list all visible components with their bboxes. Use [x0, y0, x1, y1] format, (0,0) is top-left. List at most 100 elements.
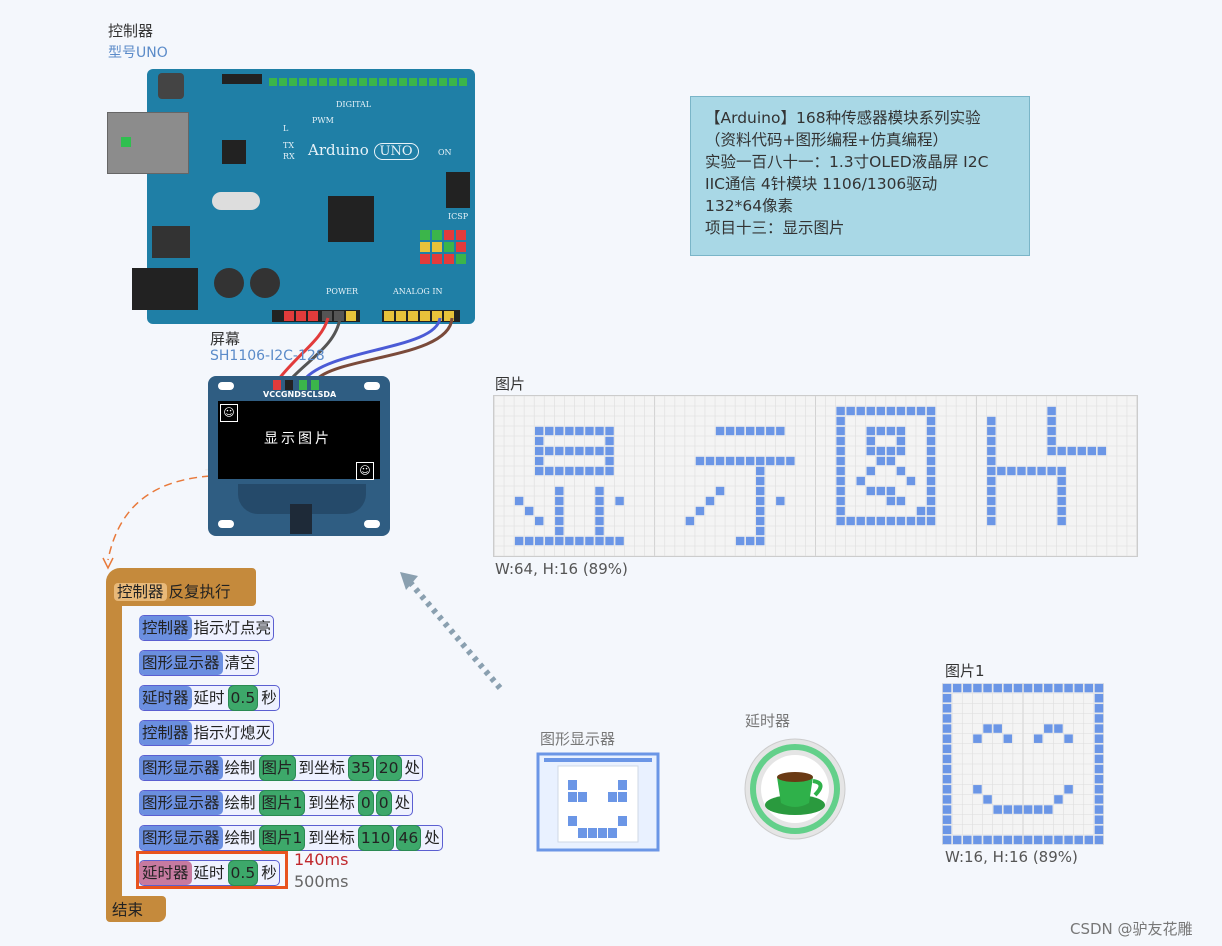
board-brand: Arduino: [308, 141, 369, 159]
picture1-bitmap-grid[interactable]: [941, 682, 1105, 846]
loop-action: 反复执行: [168, 583, 231, 601]
picture-meta: W:64, H:16 (89%): [495, 560, 628, 578]
wire-vcc: [276, 317, 330, 381]
block-action: 延时: [193, 689, 225, 707]
mount-hole: [364, 520, 380, 528]
y-input[interactable]: 0: [375, 790, 392, 816]
x-input[interactable]: 110: [357, 825, 394, 851]
grey-dotted-arrow: [405, 578, 503, 690]
x-input[interactable]: 0: [357, 790, 374, 816]
l-label: L: [283, 124, 289, 133]
display-device-icon[interactable]: [536, 752, 660, 852]
picture1-bitmap-editor[interactable]: [941, 682, 1105, 846]
picture-title: 图片: [495, 375, 526, 393]
block-tag: 图形显示器: [139, 826, 223, 850]
flow-arrowhead: [102, 557, 114, 570]
mount-hole: [218, 520, 234, 528]
block-end: 处: [404, 759, 421, 777]
controller-model: 型号UNO: [108, 45, 168, 61]
on-label: ON: [438, 148, 452, 157]
block-action: 指示灯点亮: [193, 619, 272, 637]
pwm-label: PWM: [312, 116, 334, 125]
block-action: 延时: [193, 864, 225, 882]
icsp-label: ICSP: [448, 212, 469, 221]
block-tag: 控制器: [139, 616, 192, 640]
oled-display-text: 显示图片: [264, 431, 332, 447]
note-line: 项目十三：显示图片: [705, 219, 845, 237]
block-action: 指示灯熄灭: [193, 724, 272, 742]
loop-end-block[interactable]: [106, 896, 166, 922]
delay-value-input[interactable]: 0.5: [227, 860, 259, 886]
block-mid: 到坐标: [308, 829, 355, 847]
board-model-badge: UNO: [373, 143, 419, 160]
note-line: （资料代码+图形编程+仿真编程）: [705, 131, 948, 149]
block-mid: 到坐标: [308, 794, 355, 812]
block-tag: 控制器: [139, 721, 192, 745]
flow-arrow-curve: [107, 475, 211, 561]
block-action: 绘制: [224, 759, 256, 777]
credit-text: CSDN @驴友花雕: [1070, 920, 1193, 938]
mount-hole: [218, 382, 234, 390]
usb-chip: [222, 140, 246, 164]
block-tag: 图形显示器: [139, 651, 223, 675]
digital-label: DIGITAL: [336, 100, 372, 109]
block-tag: 延时器: [139, 861, 192, 885]
picture1-title: 图片1: [945, 662, 985, 680]
reset-button[interactable]: [158, 73, 184, 99]
capacitor: [214, 268, 244, 298]
usb-indicator: [121, 137, 131, 147]
power-label: POWER: [326, 287, 359, 296]
block-tag: 延时器: [139, 686, 192, 710]
block-tag: 图形显示器: [139, 756, 223, 780]
block-led-off[interactable]: 控制器指示灯熄灭: [139, 720, 275, 746]
arduino-board[interactable]: [147, 69, 475, 324]
picture-bitmap-editor[interactable]: [493, 395, 1138, 557]
timing-current: 140ms: [294, 850, 349, 869]
block-tag: 图形显示器: [139, 791, 223, 815]
block-unit: 秒: [261, 689, 277, 707]
picture-bitmap-grid[interactable]: [493, 395, 1138, 557]
note-line: IIC通信 4针模块 1106/1306驱动: [705, 175, 938, 193]
oled-pin-gnd[interactable]: [285, 380, 293, 390]
tx-label: TX: [283, 141, 295, 150]
analog-label: ANALOG IN: [393, 287, 443, 296]
header-top-left: [222, 74, 262, 84]
note-line: 【Arduino】168种传感器模块系列实验: [705, 109, 981, 127]
block-action: 清空: [224, 654, 256, 672]
loop-bar: [106, 600, 122, 902]
power-header[interactable]: [272, 310, 360, 322]
smiley-icon: ☺: [356, 462, 374, 480]
mcu-chip: [328, 196, 374, 242]
image-select[interactable]: 图片1: [258, 790, 306, 816]
screen-model: SH1106-I2C-128: [210, 348, 325, 364]
delay-value-input[interactable]: 0.5: [227, 685, 259, 711]
wire-gnd: [288, 317, 342, 382]
delay-device-icon[interactable]: [741, 737, 849, 841]
smiley-icon: ☺: [220, 404, 238, 422]
oled-pin-scl[interactable]: [299, 380, 307, 390]
image-select[interactable]: 图片: [258, 755, 296, 781]
block-end: 处: [424, 829, 440, 847]
usb-port: [107, 112, 189, 174]
oled-pin-labels: VCCGNDSCLSDA: [263, 390, 337, 399]
digital-pins-b[interactable]: [358, 72, 468, 91]
block-display-clear[interactable]: 图形显示器清空: [139, 650, 259, 676]
oled-pin-vcc[interactable]: [273, 380, 281, 390]
x-input[interactable]: 35: [348, 755, 374, 781]
y-input[interactable]: 46: [395, 825, 422, 851]
active-block-highlight: [136, 851, 288, 889]
grey-arrowhead: [400, 572, 418, 590]
block-led-on[interactable]: 控制器指示灯点亮: [139, 615, 275, 641]
oled-pin-sda[interactable]: [311, 380, 319, 390]
info-note: 【Arduino】168种传感器模块系列实验 （资料代码+图形编程+仿真编程） …: [690, 96, 1030, 256]
block-action: 绘制: [224, 829, 256, 847]
image-select[interactable]: 图片1: [258, 825, 306, 851]
delay-device-label: 延时器: [745, 712, 791, 730]
y-input[interactable]: 20: [375, 755, 402, 781]
